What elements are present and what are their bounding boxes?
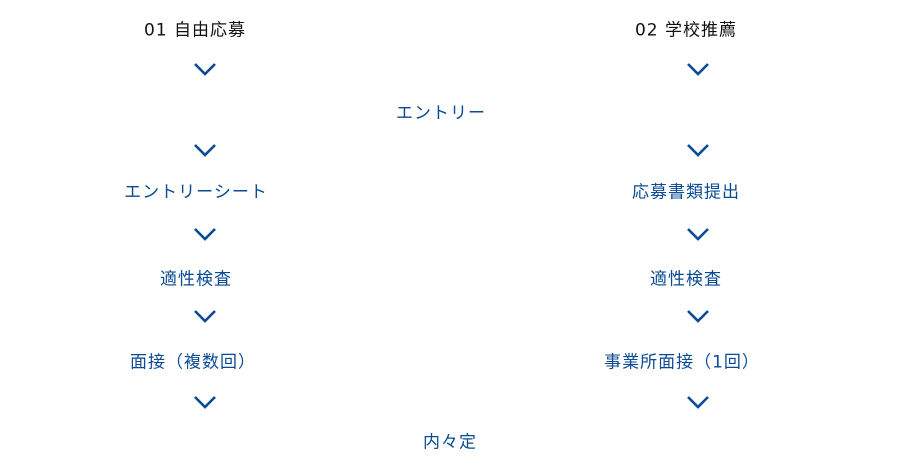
chevron-down-icon: [686, 143, 710, 157]
step-entry: エントリー: [396, 103, 486, 124]
chevron-down-icon: [686, 227, 710, 241]
step-informal-offer: 内々定: [423, 432, 477, 453]
chevron-down-icon: [686, 62, 710, 76]
chevron-down-icon: [193, 227, 217, 241]
right-column-title: 02 学校推薦: [634, 20, 738, 41]
left-column-title: 01 自由応募: [143, 20, 247, 41]
left-step-3: 面接（複数回）: [130, 352, 256, 373]
right-step-2: 適性検査: [650, 269, 722, 290]
chevron-down-icon: [686, 309, 710, 323]
left-step-1: エントリーシート: [124, 182, 268, 203]
chevron-down-icon: [193, 309, 217, 323]
chevron-down-icon: [193, 143, 217, 157]
chevron-down-icon: [193, 395, 217, 409]
left-step-2: 適性検査: [160, 269, 232, 290]
chevron-down-icon: [686, 395, 710, 409]
right-step-1: 応募書類提出: [632, 182, 740, 203]
chevron-down-icon: [193, 62, 217, 76]
right-step-3: 事業所面接（1回）: [604, 352, 760, 373]
